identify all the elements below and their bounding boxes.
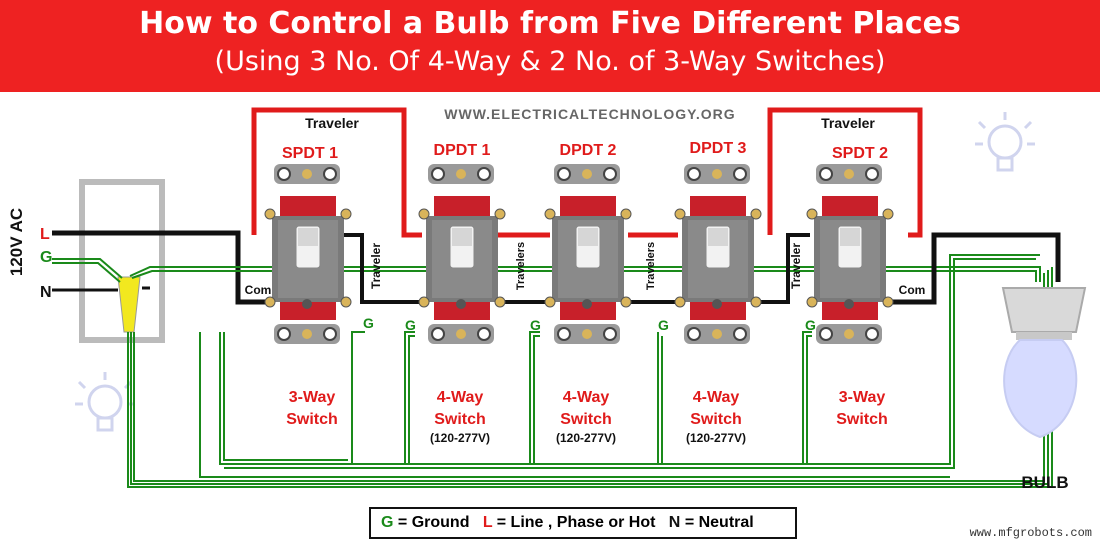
title-banner: How to Control a Bulb from Five Differen… <box>0 0 1100 92</box>
traveler-label: Traveler <box>789 243 803 289</box>
legend-ground-key: G <box>381 514 394 531</box>
legend-neutral-key: N <box>668 514 681 531</box>
switch-name: SPDT 1 <box>282 145 338 162</box>
switch-type: Switch <box>434 411 486 428</box>
switch-rating: (120-277V) <box>556 431 616 445</box>
switch-type: Switch <box>560 411 612 428</box>
traveler-wire-right <box>767 107 923 238</box>
traveler-wire-left <box>251 107 422 238</box>
switch-type: 3-Way <box>289 389 336 406</box>
ground-terminal-label: G <box>805 317 816 333</box>
traveler-wire-black <box>344 233 422 304</box>
ground-terminal-label: G <box>363 315 374 331</box>
junction-box <box>79 179 165 343</box>
ground-terminal-label: G <box>530 317 541 333</box>
switched-line-wire <box>885 232 1061 305</box>
legend-neutral-text: = Neutral <box>684 514 754 531</box>
legend-ground-text: = Ground <box>397 514 470 531</box>
neutral-label: N <box>40 284 52 301</box>
wire-nut <box>117 276 141 333</box>
website-url: WWW.ELECTRICALTECHNOLOGY.ORG <box>444 106 735 122</box>
switch-dpdt-2 <box>544 163 632 345</box>
switch-dpdt-3 <box>674 163 762 345</box>
travelers-label: Travelers <box>645 242 657 290</box>
wiring-diagram: WWW.ELECTRICALTECHNOLOGY.ORG 120V AC L G… <box>7 106 1087 492</box>
com-label: Com <box>899 283 926 297</box>
switch-type: 4-Way <box>693 389 740 406</box>
switch-name: DPDT 3 <box>690 140 747 157</box>
travelers-label: Travelers <box>515 242 527 290</box>
traveler-label: Traveler <box>821 115 875 131</box>
switch-dpdt-1 <box>418 163 506 345</box>
line-label: L <box>40 226 50 243</box>
traveler-label: Traveler <box>305 115 359 131</box>
legend: G = Ground L = Line , Phase or Hot N = N… <box>369 507 797 539</box>
traveler-wire-black <box>498 233 810 304</box>
switch-name: DPDT 2 <box>560 142 617 159</box>
bulb <box>1001 287 1087 439</box>
decorative-bulb-icon <box>973 110 1037 172</box>
switch-type: 4-Way <box>563 389 610 406</box>
page-subtitle: (Using 3 No. Of 4-Way & 2 No. of 3-Way S… <box>214 46 886 77</box>
com-label: Com <box>245 283 272 297</box>
ground-terminal-label: G <box>405 317 416 333</box>
switch-spdt-2 <box>806 163 894 345</box>
switch-type: Switch <box>690 411 742 428</box>
switch-spdt-1 <box>264 163 352 345</box>
credit-watermark: www.mfgrobots.com <box>969 526 1092 540</box>
bulb-label: BULB <box>1021 473 1068 492</box>
page-title: How to Control a Bulb from Five Differen… <box>139 6 961 41</box>
ground-label: G <box>40 249 52 266</box>
switch-type: 4-Way <box>437 389 484 406</box>
switch-type: 3-Way <box>839 389 886 406</box>
switch-type: Switch <box>836 411 888 428</box>
switch-rating: (120-277V) <box>686 431 746 445</box>
decorative-bulb-icon <box>73 370 137 432</box>
legend-line-text: = Line , Phase or Hot <box>496 514 656 531</box>
switch-name: SPDT 2 <box>832 145 888 162</box>
ground-terminal-label: G <box>658 317 669 333</box>
switch-name: DPDT 1 <box>434 142 491 159</box>
legend-line-key: L <box>482 514 493 531</box>
supply-label: 120V AC <box>7 208 26 276</box>
switch-rating: (120-277V) <box>430 431 490 445</box>
switch-type: Switch <box>286 411 338 428</box>
traveler-label: Traveler <box>369 243 383 289</box>
